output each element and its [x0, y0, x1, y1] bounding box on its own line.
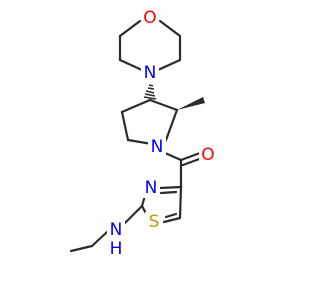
bond — [158, 19, 182, 38]
bond — [178, 185, 183, 220]
bond — [162, 216, 182, 224]
bond — [90, 230, 109, 248]
bond — [120, 98, 152, 114]
bond — [148, 98, 179, 112]
sulfur-atom-label: S — [149, 212, 160, 232]
atom-label-layer: O N N O N S N H — [107, 8, 217, 259]
molecule-drawing: O N N O N S N H — [69, 8, 217, 259]
bond — [179, 151, 202, 162]
bond — [164, 108, 179, 142]
bond — [159, 190, 178, 195]
bond-layer — [69, 19, 205, 253]
bond — [156, 58, 182, 72]
bond — [123, 204, 144, 225]
bond — [118, 19, 142, 38]
wedge-bond-methyl — [177, 97, 205, 110]
bond — [120, 110, 130, 142]
bond — [163, 151, 183, 162]
hydrogen-atom-label: H — [110, 239, 123, 259]
nitrogen-atom-label: N — [110, 220, 123, 240]
bond — [164, 212, 178, 219]
hashed-wedge-bond — [143, 84, 157, 100]
nitrogen-atom-label: N — [144, 63, 157, 83]
oxygen-atom-label: O — [143, 8, 156, 28]
structure-canvas: O N N O N S N H — [69, 8, 217, 259]
nitrogen-atom-label: N — [145, 178, 158, 198]
bond — [69, 244, 94, 253]
bond — [158, 185, 183, 190]
bond — [181, 156, 204, 167]
bond — [118, 58, 144, 72]
oxygen-atom-label: O — [201, 145, 214, 165]
nitrogen-atom-label: N — [151, 137, 164, 157]
